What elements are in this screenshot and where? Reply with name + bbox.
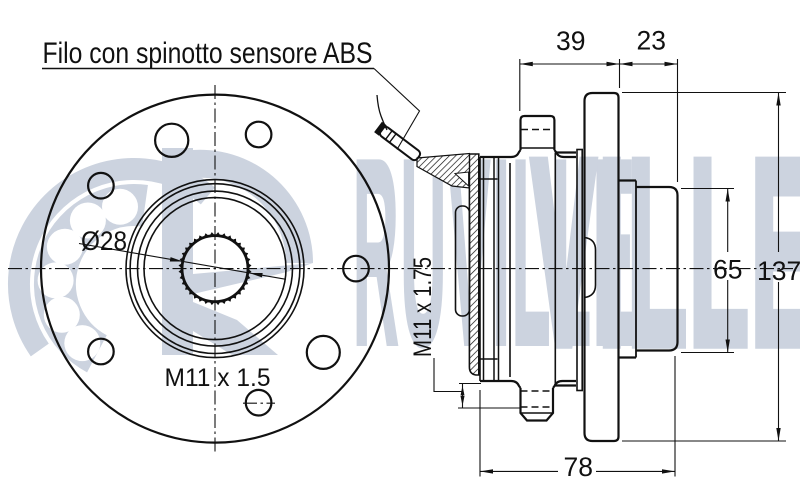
svg-text:23: 23: [637, 26, 666, 56]
svg-text:Filo con spinotto sensore ABS: Filo con spinotto sensore ABS: [43, 37, 373, 70]
svg-text:VILLE: VILLE: [531, 106, 800, 400]
svg-text:65: 65: [713, 255, 742, 285]
svg-text:Ø28: Ø28: [81, 226, 127, 256]
svg-text:78: 78: [564, 452, 593, 482]
svg-text:137: 137: [757, 256, 800, 286]
svg-text:39: 39: [556, 26, 585, 56]
svg-text:M11 x 1.5: M11 x 1.5: [165, 364, 271, 392]
svg-text:M11 x 1.75: M11 x 1.75: [409, 257, 437, 357]
